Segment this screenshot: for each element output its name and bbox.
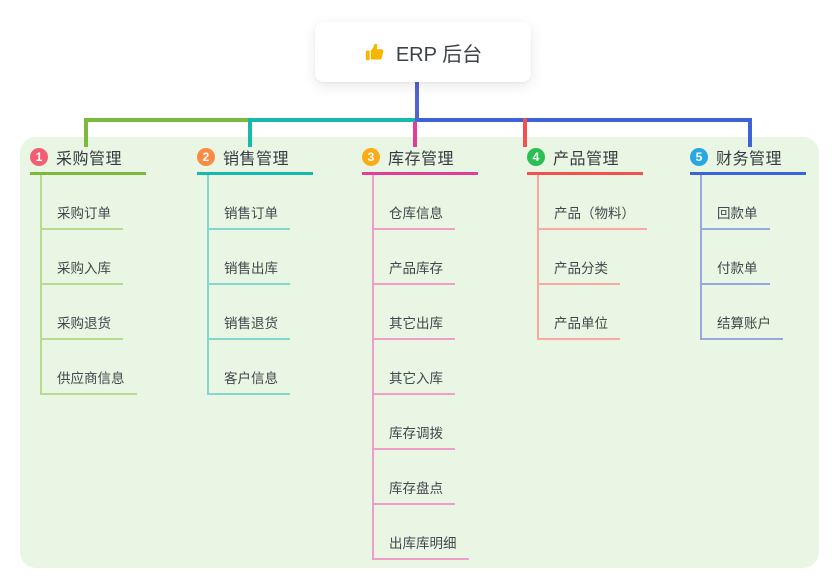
child-row: 采购订单 [30, 175, 146, 230]
root-node-label: ERP 后台 [395, 43, 483, 66]
child-row: 产品（物料） [527, 175, 647, 230]
child-node[interactable]: 客户信息 [207, 367, 290, 395]
child-node[interactable]: 结算账户 [700, 312, 783, 340]
connector-drop-sales [248, 118, 252, 147]
child-node[interactable]: 付款单 [700, 257, 770, 285]
branch-header-product[interactable]: 4 产品管理 [527, 146, 643, 175]
branch-number-badge: 1 [30, 148, 48, 166]
child-node[interactable]: 产品（物料） [537, 202, 647, 230]
mindmap-canvas [20, 137, 819, 568]
branch-header-purchase[interactable]: 1 采购管理 [30, 146, 146, 175]
child-node[interactable]: 销售出库 [207, 257, 290, 285]
child-row: 付款单 [690, 230, 806, 285]
branch-number-badge: 3 [362, 148, 380, 166]
branch-connector-line [537, 175, 539, 340]
branch-connector-line [207, 175, 209, 395]
child-node[interactable]: 库存调拨 [372, 422, 455, 450]
branch-connector-line [372, 175, 374, 560]
branch-label: 财务管理 [716, 151, 783, 168]
child-row: 销售订单 [197, 175, 313, 230]
branch-header-finance[interactable]: 5 财务管理 [690, 146, 806, 175]
connector-drop-inventory [413, 122, 417, 147]
branch-label: 库存管理 [388, 151, 455, 168]
branch-number-badge: 4 [527, 148, 545, 166]
child-row: 库存盘点 [362, 450, 478, 505]
child-row: 出库库明细 [362, 505, 478, 560]
child-row: 产品单位 [527, 285, 643, 340]
child-row: 其它出库 [362, 285, 478, 340]
branch-label: 产品管理 [553, 151, 620, 168]
connector-bus-teal [250, 118, 415, 122]
branch-connector-line [40, 175, 42, 395]
branch-purchase: 1 采购管理 采购订单 采购入库 采购退货 供应商信息 [30, 146, 146, 395]
child-node[interactable]: 供应商信息 [40, 367, 137, 395]
connector-drop-purchase [84, 118, 88, 147]
child-node[interactable]: 回款单 [700, 202, 770, 230]
child-node[interactable]: 出库库明细 [372, 532, 469, 560]
child-node[interactable]: 库存盘点 [372, 477, 455, 505]
child-node[interactable]: 采购入库 [40, 257, 123, 285]
branch-header-sales[interactable]: 2 销售管理 [197, 146, 313, 175]
branch-inventory: 3 库存管理 仓库信息 产品库存 其它出库 其它入库 库存调拨 库存盘点 出库库… [362, 146, 478, 560]
child-node[interactable]: 其它入库 [372, 367, 455, 395]
child-row: 销售退货 [197, 285, 313, 340]
child-row: 客户信息 [197, 340, 313, 395]
child-row: 产品分类 [527, 230, 643, 285]
branch-finance: 5 财务管理 回款单 付款单 结算账户 [690, 146, 806, 340]
branch-product: 4 产品管理 产品（物料） 产品分类 产品单位 [527, 146, 647, 340]
connector-drop-finance [748, 118, 752, 147]
child-row: 销售出库 [197, 230, 313, 285]
child-row: 采购入库 [30, 230, 146, 285]
connector-drop-product [523, 118, 527, 147]
branch-header-inventory[interactable]: 3 库存管理 [362, 146, 478, 175]
child-node[interactable]: 采购订单 [40, 202, 123, 230]
child-node[interactable]: 产品单位 [537, 312, 620, 340]
child-node[interactable]: 销售订单 [207, 202, 290, 230]
child-node[interactable]: 仓库信息 [372, 202, 455, 230]
child-row: 供应商信息 [30, 340, 146, 395]
child-row: 回款单 [690, 175, 806, 230]
child-row: 其它入库 [362, 340, 478, 395]
child-node[interactable]: 采购退货 [40, 312, 123, 340]
child-row: 结算账户 [690, 285, 806, 340]
child-row: 产品库存 [362, 230, 478, 285]
connector-bus-blue [419, 118, 752, 122]
branch-sales: 2 销售管理 销售订单 销售出库 销售退货 客户信息 [197, 146, 313, 395]
root-node[interactable]: ERP 后台 [315, 22, 531, 82]
child-row: 仓库信息 [362, 175, 478, 230]
connector-root-drop [415, 82, 419, 122]
branch-label: 销售管理 [223, 151, 290, 168]
child-node[interactable]: 销售退货 [207, 312, 290, 340]
child-row: 采购退货 [30, 285, 146, 340]
child-row: 库存调拨 [362, 395, 478, 450]
connector-bus-green [84, 118, 252, 122]
branch-connector-line [700, 175, 702, 340]
branch-label: 采购管理 [56, 151, 123, 168]
child-node[interactable]: 其它出库 [372, 312, 455, 340]
child-node[interactable]: 产品库存 [372, 257, 455, 285]
child-node[interactable]: 产品分类 [537, 257, 620, 285]
thumbs-up-icon [364, 41, 386, 63]
branch-number-badge: 5 [690, 148, 708, 166]
branch-number-badge: 2 [197, 148, 215, 166]
